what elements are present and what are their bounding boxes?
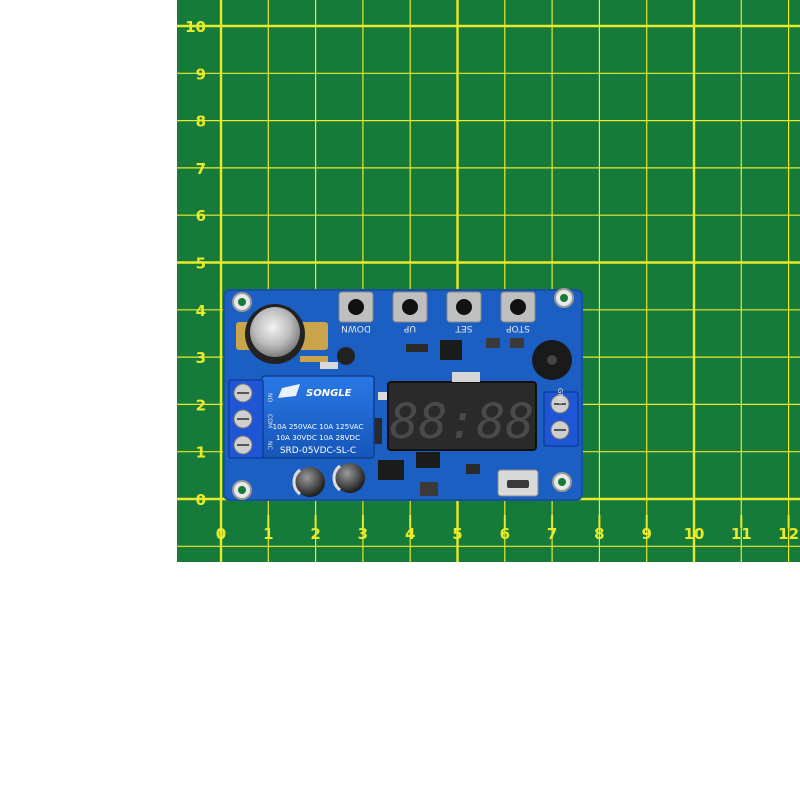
mount-hole <box>238 298 246 306</box>
tact-button-down: DOWN <box>338 291 374 333</box>
timer-relay-module: DOWN UP SET STOP <box>223 288 583 501</box>
ic-chip <box>440 340 462 360</box>
y-axis-label: 9 <box>196 65 206 83</box>
screw-terminal-relay: NO COM NC <box>228 379 273 459</box>
y-axis-label: 2 <box>196 396 206 414</box>
relay-rating-line1: 10A 250VAC 10A 125VAC <box>273 422 364 431</box>
smd-part <box>486 338 500 348</box>
y-axis-label: 7 <box>196 160 206 178</box>
button-label-set: SET <box>455 323 472 333</box>
mount-hole <box>238 486 246 494</box>
screw-terminal-power: GND <box>543 388 579 447</box>
transistor <box>337 347 355 365</box>
x-axis-label: 5 <box>452 525 462 543</box>
relay-model: SRD-05VDC-SL-C <box>280 446 356 456</box>
x-axis-label: 8 <box>594 525 604 543</box>
relay-brand: SONGLE <box>306 388 352 399</box>
relay: SONGLE 10A 250VAC 10A 125VAC 10A 30VDC 1… <box>261 375 375 459</box>
mount-hole <box>560 294 568 302</box>
button-label-down: DOWN <box>341 323 371 333</box>
mount-hole <box>558 478 566 486</box>
micro-usb-port <box>497 469 539 497</box>
button-label-up: UP <box>403 323 416 333</box>
terminal-label-nc: NC <box>266 441 273 450</box>
x-axis-label: 3 <box>358 525 368 543</box>
buzzer <box>532 340 572 380</box>
x-axis-label: 0 <box>216 525 226 543</box>
x-axis-label: 12 <box>778 525 799 543</box>
coin-cell-battery <box>236 304 328 364</box>
tact-button-up: UP <box>392 291 428 333</box>
tact-button-stop: STOP <box>500 291 536 333</box>
smd-part <box>320 362 338 369</box>
display-digits: 88:88 <box>390 394 535 450</box>
crystal <box>452 372 480 382</box>
x-axis-label: 6 <box>500 525 510 543</box>
capacitor-2 <box>332 463 365 493</box>
smd-part <box>378 392 394 400</box>
tact-button-set: SET <box>446 291 482 333</box>
smd-part <box>466 464 480 474</box>
y-axis-label: 6 <box>196 207 206 225</box>
y-axis-label: 3 <box>196 349 206 367</box>
smd-part <box>372 418 382 444</box>
terminal-label-no: NO <box>266 393 273 402</box>
capacitor-1 <box>292 467 325 497</box>
x-axis-label: 7 <box>547 525 557 543</box>
y-axis-label: 4 <box>196 302 206 320</box>
y-axis-label: 10 <box>185 18 206 36</box>
terminal-label-com: COM <box>266 414 273 428</box>
ic-chip <box>416 452 440 468</box>
y-axis-label: 0 <box>196 491 206 509</box>
seven-segment-display: 88:88 <box>387 381 537 451</box>
x-axis-label: 2 <box>310 525 320 543</box>
gnd-label: GND <box>556 388 564 404</box>
x-axis-label: 9 <box>641 525 651 543</box>
smd-part <box>420 482 438 496</box>
x-axis-label: 4 <box>405 525 415 543</box>
smd-part <box>406 344 428 352</box>
x-axis-label: 11 <box>731 525 752 543</box>
y-axis-label: 8 <box>196 113 206 131</box>
x-axis-label: 10 <box>684 525 705 543</box>
ic-chip <box>378 460 404 480</box>
relay-rating-line2: 10A 30VDC 10A 28VDC <box>276 433 360 442</box>
y-axis-label: 5 <box>196 255 206 273</box>
smd-part <box>510 338 524 348</box>
button-label-stop: STOP <box>506 323 530 333</box>
x-axis-label: 1 <box>263 525 273 543</box>
y-axis-label: 1 <box>196 444 206 462</box>
